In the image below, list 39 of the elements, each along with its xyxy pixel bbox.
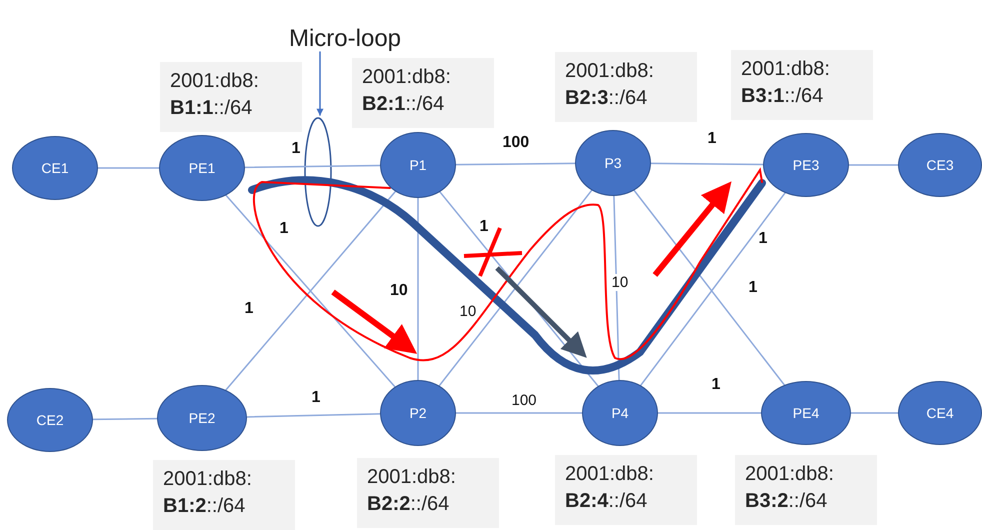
callout-label: Micro-loop (283, 26, 407, 52)
address-label: 2001:db8: B2:2::/64 (357, 458, 499, 528)
router-node: CE1 (12, 136, 98, 200)
router-node: CE2 (7, 388, 93, 452)
router-node: PE1 (159, 135, 245, 201)
link-line (657, 412, 762, 414)
link-line (97, 167, 160, 169)
link-line (417, 197, 419, 381)
address-label: 2001:db8: B2:3::/64 (555, 52, 697, 122)
address-label: 2001:db8: B2:1::/64 (352, 58, 494, 128)
link-weight: 100 (510, 392, 538, 408)
router-node: CE3 (898, 133, 982, 197)
link-line (92, 418, 158, 420)
link-weight: 10 (610, 274, 630, 290)
router-node: P2 (380, 380, 456, 446)
link-weight: 10 (389, 282, 409, 298)
router-node: P3 (575, 130, 651, 196)
router-node: PE4 (761, 381, 851, 445)
link-weight: 100 (502, 134, 530, 150)
link-line (246, 413, 381, 418)
link-line (848, 164, 899, 166)
link-line (613, 195, 620, 381)
router-node: CE4 (898, 381, 982, 445)
link-weight: 10 (458, 302, 478, 320)
link-line (455, 162, 576, 166)
link-line (650, 162, 764, 166)
address-label: 2001:db8: B1:1::/64 (160, 62, 302, 132)
link-line (455, 412, 583, 414)
router-node: P4 (582, 380, 658, 446)
router-node: P1 (380, 132, 456, 198)
link-line (850, 412, 899, 414)
address-label: 2001:db8: B1:2::/64 (153, 460, 295, 530)
router-node: PE3 (763, 133, 849, 197)
router-node: PE2 (157, 385, 247, 451)
address-label: 2001:db8: B3:1::/64 (731, 50, 873, 120)
address-label: 2001:db8: B2:4::/64 (555, 455, 697, 525)
address-label: 2001:db8: B3:2::/64 (735, 455, 877, 525)
arrow (316, 51, 324, 116)
link-line (244, 164, 381, 168)
